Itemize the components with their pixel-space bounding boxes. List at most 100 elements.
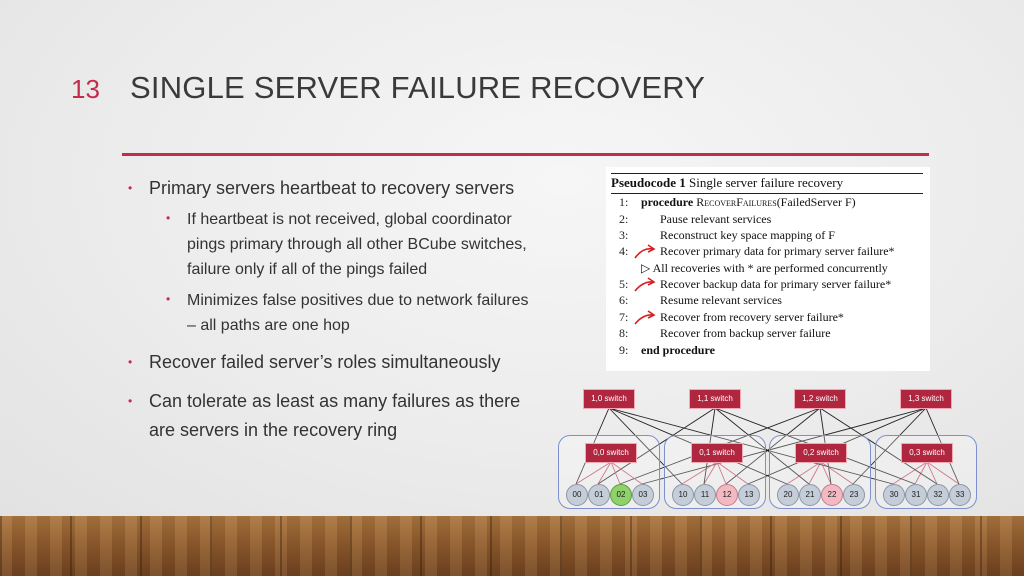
code-line: 7: Recover from recovery server failure* [619,310,844,325]
pseudocode-label: Pseudocode 1 [611,175,686,190]
line-number: 8: [619,326,629,340]
level0-link [926,461,938,485]
code-line: 9: end procedure [619,343,715,358]
level0-link [610,461,621,485]
bullet-dot-icon: • [128,355,133,369]
level0-link [926,461,960,485]
code-text: Recover from recovery server failure* [660,310,844,324]
server-node: 03 [632,484,654,506]
level1-switch: 1,0 switch [583,389,635,409]
code-line: 4: Recover primary data for primary serve… [619,244,895,259]
level0-link [914,461,928,485]
level0-link [610,461,643,485]
line-number: 6: [619,293,629,307]
code-line: 1: procedure RecoverFailures(FailedServer… [619,195,856,210]
bullet-dot-icon: • [128,394,133,408]
bullet-item: • Primary servers heartbeat to recovery … [128,174,578,203]
bullet-item: • Can tolerate as least as many failures… [128,387,578,445]
bcube-topology-diagram: 1,0 switch 1,1 switch 1,2 switch 1,3 switch… [556,384,986,512]
server-node: 01 [588,484,610,506]
server-node: 10 [672,484,694,506]
procedure-name: RecoverFailures [696,195,777,209]
level0-link [681,461,718,485]
pseudocode-figure: Pseudocode 1 Single server failure recov… [606,167,930,371]
level0-switch: 0,0 switch [585,443,637,463]
bullet-item: • Recover failed server’s roles simultan… [128,348,578,377]
bullet-dot-icon: • [166,211,171,225]
bullet-dot-icon: • [166,292,171,306]
pseudocode-caption: Single server failure recovery [689,175,844,190]
code-text: Pause relevant services [660,212,772,226]
level1-switch: 1,3 switch [900,389,952,409]
code-line: 6: Resume relevant services [619,293,782,308]
sub-bullet-line: pings primary through all other BCube sw… [187,236,527,253]
server-node: 30 [883,484,905,506]
sub-bullet-line: failure only if all of the pings failed [187,261,428,278]
code-text: Recover backup data for primary server f… [660,277,892,291]
code-text: Resume relevant services [660,293,782,307]
code-text: Recover from backup server failure [660,326,831,340]
code-keyword: end procedure [641,343,715,357]
level0-switch: 0,3 switch [901,443,953,463]
level0-link [820,461,854,485]
line-number: 7: [619,310,629,324]
server-node: 12 [716,484,738,506]
level0-link [575,461,612,485]
bullet-list: • Primary servers heartbeat to recovery … [128,174,578,445]
server-node: 20 [777,484,799,506]
server-node: 21 [799,484,821,506]
code-text: Recover primary data for primary server … [660,244,895,258]
code-comment: ▷ All recoveries with * are performed co… [641,261,888,275]
code-line: 2: Pause relevant services [619,212,771,227]
level1-switch: 1,1 switch [689,389,741,409]
code-line: 5: Recover backup data for primary server… [619,277,891,292]
server-node: 02 [610,484,632,506]
title-divider [122,153,929,156]
server-node: 32 [927,484,949,506]
server-node: 31 [905,484,927,506]
slide-number: 13 [71,74,100,104]
code-line: 3: Reconstruct key space mapping of F [619,228,835,243]
line-number: 2: [619,212,629,226]
sub-bullet-item: • Minimizes false positives due to netwo… [128,288,578,338]
level1-switch: 1,2 switch [794,389,846,409]
server-node: 13 [738,484,760,506]
server-node: 33 [949,484,971,506]
sub-bullet-line: – all paths are one hop [187,317,350,334]
level0-link [597,461,612,485]
level0-link [808,461,822,485]
pseudocode-header: Pseudocode 1 Single server failure recov… [611,173,923,194]
bullet-line: Can tolerate as least as many failures a… [149,391,521,411]
level0-link [892,461,928,485]
level1-link [852,407,927,485]
line-number: 3: [619,228,629,242]
level0-link [716,461,727,485]
server-node: 00 [566,484,588,506]
code-text: Reconstruct key space mapping of F [660,228,835,242]
procedure-args: (FailedServer F) [776,195,856,209]
slide-title: SINGLE SERVER FAILURE RECOVERY [130,70,706,105]
code-keyword: procedure [641,195,694,209]
level0-switch: 0,2 switch [795,443,847,463]
line-number: 9: [619,343,629,357]
bullet-line: are servers in the recovery ring [149,420,398,440]
level1-link [608,407,683,485]
code-line: ▷ All recoveries with * are performed co… [619,261,888,276]
sub-bullet-item: • If heartbeat is not received, global c… [128,207,578,282]
level0-link [716,461,749,485]
level0-switch: 0,1 switch [691,443,743,463]
bullet-dot-icon: • [128,181,133,195]
bullet-text: Primary servers heartbeat to recovery se… [149,178,515,198]
sub-bullet-line: If heartbeat is not received, global coo… [187,211,512,228]
line-number: 5: [619,277,629,291]
line-number: 1: [619,195,629,209]
code-line: 8: Recover from backup server failure [619,326,831,341]
level0-link [820,461,832,485]
bullet-text: Recover failed server’s roles simultaneo… [149,352,501,372]
level0-link [786,461,822,485]
sub-bullet-line: Minimizes false positives due to network… [187,292,529,309]
server-node: 23 [843,484,865,506]
line-number: 4: [619,244,629,258]
wooden-floor [0,516,1024,576]
level0-link [703,461,718,485]
